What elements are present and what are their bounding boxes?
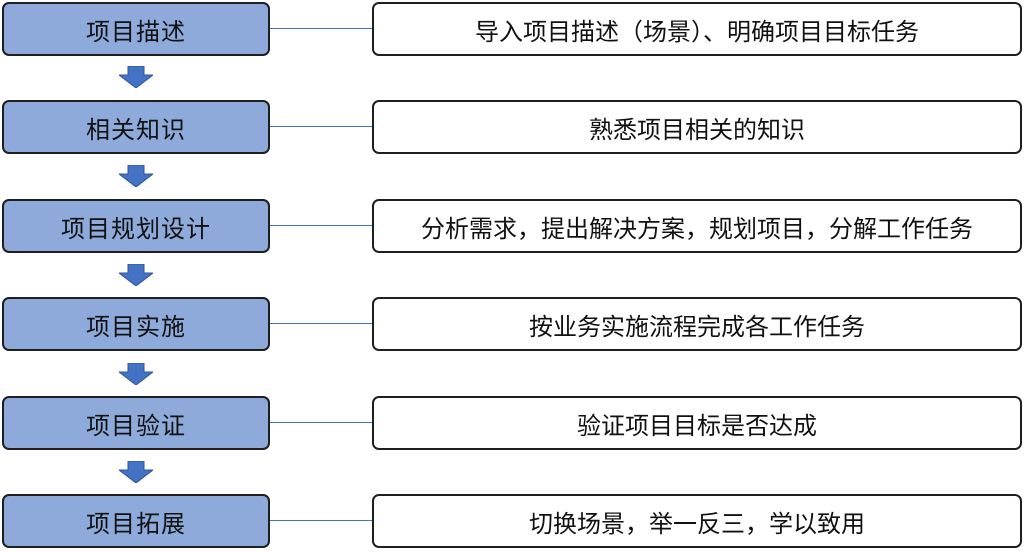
- connector-line: [270, 323, 372, 324]
- description-box: 切换场景，举一反三，学以致用: [372, 494, 1022, 548]
- connector-line: [270, 28, 372, 29]
- description-box: 分析需求，提出解决方案，规划项目，分解工作任务: [372, 199, 1022, 253]
- stage-box: 相关知识: [2, 100, 270, 154]
- stage-box: 项目描述: [2, 2, 270, 56]
- flow-step: 项目验证 验证项目目标是否达成: [0, 396, 1024, 454]
- flow-step: 项目拓展 切换场景，举一反三，学以致用: [0, 494, 1024, 552]
- flow-step: 项目实施 按业务实施流程完成各工作任务: [0, 297, 1024, 355]
- connector-line: [270, 520, 372, 521]
- flow-step: 相关知识 熟悉项目相关的知识: [0, 100, 1024, 158]
- down-arrow-icon: [119, 66, 153, 88]
- stage-box: 项目验证: [2, 396, 270, 450]
- description-box: 导入项目描述（场景）、明确项目目标任务: [372, 2, 1022, 56]
- description-box: 熟悉项目相关的知识: [372, 100, 1022, 154]
- flow-step: 项目描述 导入项目描述（场景）、明确项目目标任务: [0, 2, 1024, 60]
- stage-box: 项目拓展: [2, 494, 270, 548]
- down-arrow-icon: [119, 363, 153, 385]
- connector-line: [270, 422, 372, 423]
- description-box: 按业务实施流程完成各工作任务: [372, 297, 1022, 351]
- stage-box: 项目实施: [2, 297, 270, 351]
- description-box: 验证项目目标是否达成: [372, 396, 1022, 450]
- connector-line: [270, 126, 372, 127]
- flow-step: 项目规划设计 分析需求，提出解决方案，规划项目，分解工作任务: [0, 199, 1024, 257]
- down-arrow-icon: [119, 461, 153, 483]
- connector-line: [270, 225, 372, 226]
- down-arrow-icon: [119, 165, 153, 187]
- down-arrow-icon: [119, 264, 153, 286]
- stage-box: 项目规划设计: [2, 199, 270, 253]
